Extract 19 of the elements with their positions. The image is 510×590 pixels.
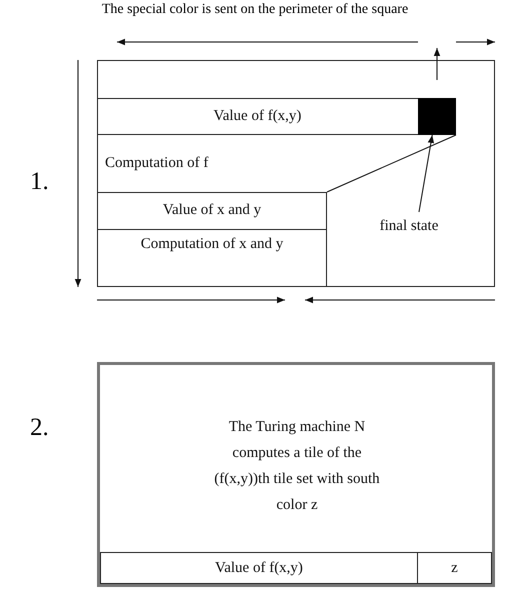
square-region bbox=[97, 60, 495, 287]
value-bar bbox=[97, 98, 456, 135]
step-number: 1. bbox=[30, 168, 50, 196]
final-state-square bbox=[418, 98, 456, 135]
description-text: The Turing machine N computes a tile of the (f(x,y))th tile set with south color z bbox=[213, 418, 381, 515]
arrow bbox=[418, 134, 434, 212]
region-label: Computation of f bbox=[105, 154, 210, 173]
value-cell bbox=[417, 552, 492, 584]
step-number: 2. bbox=[30, 414, 50, 442]
bar-label: Value of f(x,y) bbox=[212, 107, 302, 126]
bar-label: Value of x and y bbox=[162, 201, 262, 220]
annotation-text: final state bbox=[378, 217, 440, 236]
tile-computation-box bbox=[97, 362, 495, 587]
cell-text: Value of f(x,y) bbox=[214, 559, 304, 578]
diagram-title: The special color is sent on the perimeter of the square bbox=[100, 2, 410, 18]
cell-text: z bbox=[450, 559, 459, 578]
value-cell bbox=[100, 552, 418, 584]
region-label: Computation of x and y bbox=[140, 235, 284, 254]
value-bar bbox=[97, 192, 327, 230]
